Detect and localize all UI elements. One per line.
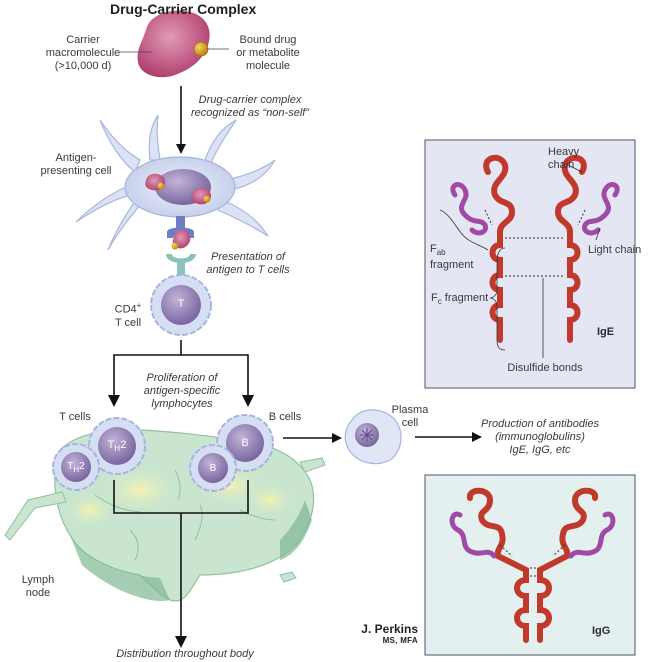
b-cell-glyph-small: B <box>209 463 217 474</box>
carrier-label-line: (>10,000 d) <box>54 60 112 72</box>
production-label-line: Production of antibodies <box>480 418 600 430</box>
bound-drug-label-line: or metabolite <box>236 47 300 59</box>
heavy-chain-label-line: Heavy <box>548 146 580 158</box>
carrier-macromolecule <box>137 10 210 78</box>
cd4-sup: + <box>136 301 142 310</box>
ige-label: IgE <box>597 326 615 338</box>
cd4-t-cell-label: CD4+ T cell <box>106 299 150 330</box>
bound-drug-label-line: Bound drug <box>239 34 297 46</box>
igg-panel <box>424 474 636 656</box>
heavy-chain-leader <box>567 164 583 173</box>
carrier-label-line: macromolecule <box>45 47 121 59</box>
ige-disulfide-bonds <box>484 209 586 277</box>
fab-f: F <box>430 243 437 255</box>
igg-light-chains <box>449 511 616 559</box>
cd4-t-cell <box>150 274 212 336</box>
processed-drug-right <box>203 195 211 203</box>
heavy-chain-label-line: chain <box>548 159 575 171</box>
light-chain-leader <box>595 227 601 241</box>
distribution-arrow <box>113 480 249 638</box>
ige-light-chains <box>450 182 620 236</box>
th2-num: 2 <box>79 461 85 472</box>
production-label-line: (immunoglobulins) <box>495 431 585 443</box>
b-cell-small <box>189 444 237 492</box>
arrow-head-left <box>108 395 120 407</box>
fc-brace <box>489 247 506 351</box>
carrier-label: Carrier macromolecule (>10,000 d) <box>43 34 123 73</box>
cd4-text: CD4 <box>114 303 137 316</box>
plasma-cell <box>344 409 402 465</box>
fc-f: F <box>431 292 438 304</box>
th2-t: T <box>107 439 115 451</box>
th2-sub: H <box>73 465 80 474</box>
fc-text: fragment <box>441 292 489 304</box>
production-label: Production of antibodies (immunoglobulin… <box>475 418 605 457</box>
b-cells-label: B cells <box>268 411 302 423</box>
proliferation-label: Proliferation of antigen-specific lympho… <box>140 372 224 411</box>
fab-fragment-text: fragment <box>430 259 474 272</box>
th2-cell-small <box>52 443 100 491</box>
presentation-label: Presentation of antigen to T cells <box>200 251 296 277</box>
b-cell-glyph-large: B <box>241 437 249 449</box>
t-cell-receptor <box>166 254 196 276</box>
apc-label-line: presenting cell <box>40 165 112 177</box>
proliferation-label-line: lymphocytes <box>151 398 213 410</box>
th2-t: T <box>67 461 74 472</box>
arrow-head-right <box>242 395 254 407</box>
proliferation-arrows <box>113 340 249 395</box>
apc-label: Antigen- presenting cell <box>36 152 116 178</box>
igg-disulfide-bonds <box>499 544 566 577</box>
bound-drug-label-line: molecule <box>245 60 291 72</box>
artist-degrees: MS, MFA <box>382 636 418 645</box>
antigen-presenting-cell <box>75 114 276 251</box>
bound-drug-molecule <box>193 41 209 57</box>
fc-sub: c <box>437 297 442 307</box>
lymph-node-label-line: node <box>25 587 51 599</box>
presentation-label-line: antigen to T cells <box>206 264 290 276</box>
igg-heavy-chains <box>467 487 598 643</box>
distribution-label: Distribution throughout body <box>116 648 254 660</box>
distribution-arrow-head <box>175 636 187 648</box>
plasma-label-line: cell <box>401 417 419 429</box>
ige-heavy-chains <box>483 154 587 343</box>
carrier-label-line: Carrier <box>66 34 100 46</box>
processed-drug-left <box>157 182 165 190</box>
diagram-title: Drug-Carrier Complex <box>110 1 257 17</box>
t-cell-text: T cell <box>114 316 142 329</box>
t-cells-label: T cells <box>59 411 91 423</box>
recognized-label-line: Drug-carrier complex <box>198 94 302 106</box>
igg-label: IgG <box>592 625 611 637</box>
fc-fragment-label: Fc fragment <box>431 292 501 308</box>
presented-drug <box>171 242 179 250</box>
t-cell-glyph: T <box>177 298 185 310</box>
plasma-cell-label: Plasma cell <box>390 404 430 430</box>
bound-drug-label: Bound drug or metabolite molecule <box>228 34 308 73</box>
th2-num: 2 <box>120 439 127 451</box>
artist-name: J. Perkins <box>361 622 418 636</box>
recognized-label: Drug-carrier complex recognized as “non-… <box>190 94 310 120</box>
fab-fragment-label: Fab fragment <box>430 243 490 272</box>
th2-glyph-large: TH2 <box>101 439 133 455</box>
fab-brace <box>439 209 489 251</box>
artist-signature: J. Perkins MS, MFA <box>348 622 418 645</box>
th2-glyph-small: TH2 <box>62 460 90 476</box>
presentation-label-line: Presentation of <box>211 251 285 263</box>
apc-label-line: Antigen- <box>55 152 97 164</box>
proliferation-label-line: antigen-specific <box>143 385 221 397</box>
fab-sub: ab <box>436 248 446 258</box>
proliferation-label-line: Proliferation of <box>146 372 218 384</box>
th2-sub: H <box>114 444 121 454</box>
plasma-label-line: Plasma <box>391 404 429 416</box>
ige-panel <box>424 139 636 389</box>
disulfide-bonds-label: Disulfide bonds <box>507 362 583 374</box>
production-label-line: IgE, IgG, etc <box>509 444 571 456</box>
th2-cell-large <box>88 417 146 475</box>
lymph-node-label-line: Lymph <box>21 574 55 586</box>
recognized-label-line: recognized as “non-self” <box>190 107 309 119</box>
heavy-chain-label: Heavy chain <box>548 146 588 172</box>
lymph-node-label: Lymph node <box>18 574 58 600</box>
light-chain-label: Light chain <box>588 244 642 256</box>
